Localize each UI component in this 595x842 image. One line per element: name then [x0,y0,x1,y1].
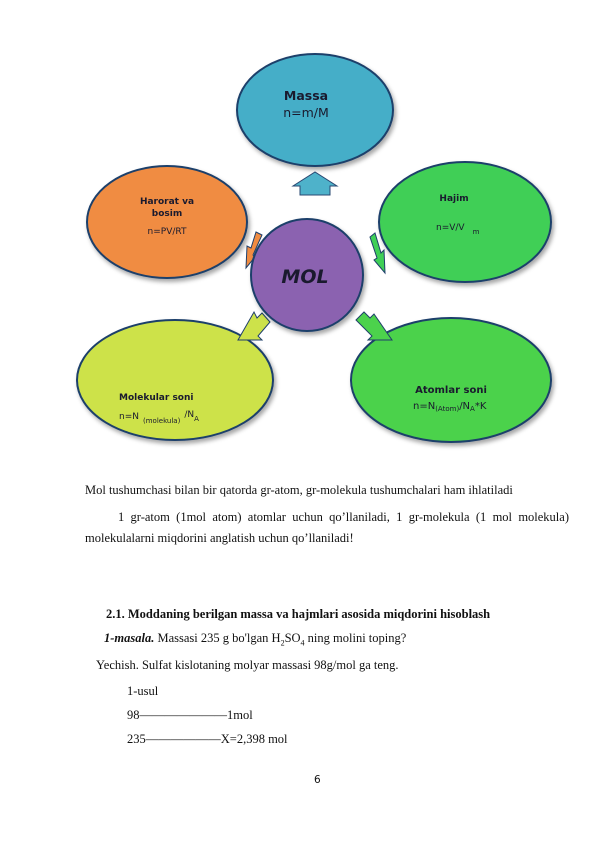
node-massa: Massa n=m/M [236,53,394,167]
node-atomlar: Atomlar soni n=N(Atom)/NA*K [350,317,552,443]
masala-label: 1-masala. [104,631,155,645]
calc-row-1: 98———————1mol [127,708,253,722]
yechish-line: Yechish. Sulfat kislotaning molyar massa… [96,658,399,672]
arrow-to-hajm [369,232,386,275]
atomlar-formula: n=N(Atom)/NA*K [413,401,487,413]
node-harorat: Harorat va bosim n=PV/RT [86,165,248,279]
massa-title: Massa [284,88,328,103]
section-heading: 2.1. Moddaning berilgan massa va hajmlar… [106,607,491,621]
node-molekular: Molekular soni n=N(molekula)/NA [76,319,274,441]
arrow-to-molekular [237,310,271,341]
harorat-title-line1: Harorat va [140,197,194,207]
massa-formula: n=m/M [283,105,329,120]
calc-row-2: 235——————X=2,398 mol [127,732,288,746]
usul-label: 1-usul [127,684,159,698]
page-number: 6 [314,774,321,786]
arrow-to-atomlar [355,311,393,341]
atomlar-title: Atomlar soni [415,385,487,396]
harorat-formula: n=PV/RT [148,227,187,237]
molekular-formula: n=N(molekula)/NA [119,410,199,425]
text-line-gr-atom: Mol tushumchasi bilan bir qatorda gr-ato… [85,483,513,497]
harorat-title-line2: bosim [152,209,182,219]
masala-line: 1-masala. Massasi 235 g bo'lgan H2SO4 ni… [104,631,407,648]
hajm-title: Hajim [439,194,468,204]
molekular-title: Molekular soni [119,393,193,403]
paragraph-gr-atom: 1 gr-atom (1mol atom) atomlar uchun qo’l… [85,510,569,545]
arrow-to-massa [291,171,339,196]
arrow-to-harorat [245,231,263,270]
center-mol: MOL [250,218,364,332]
center-label: MOL [281,266,328,288]
